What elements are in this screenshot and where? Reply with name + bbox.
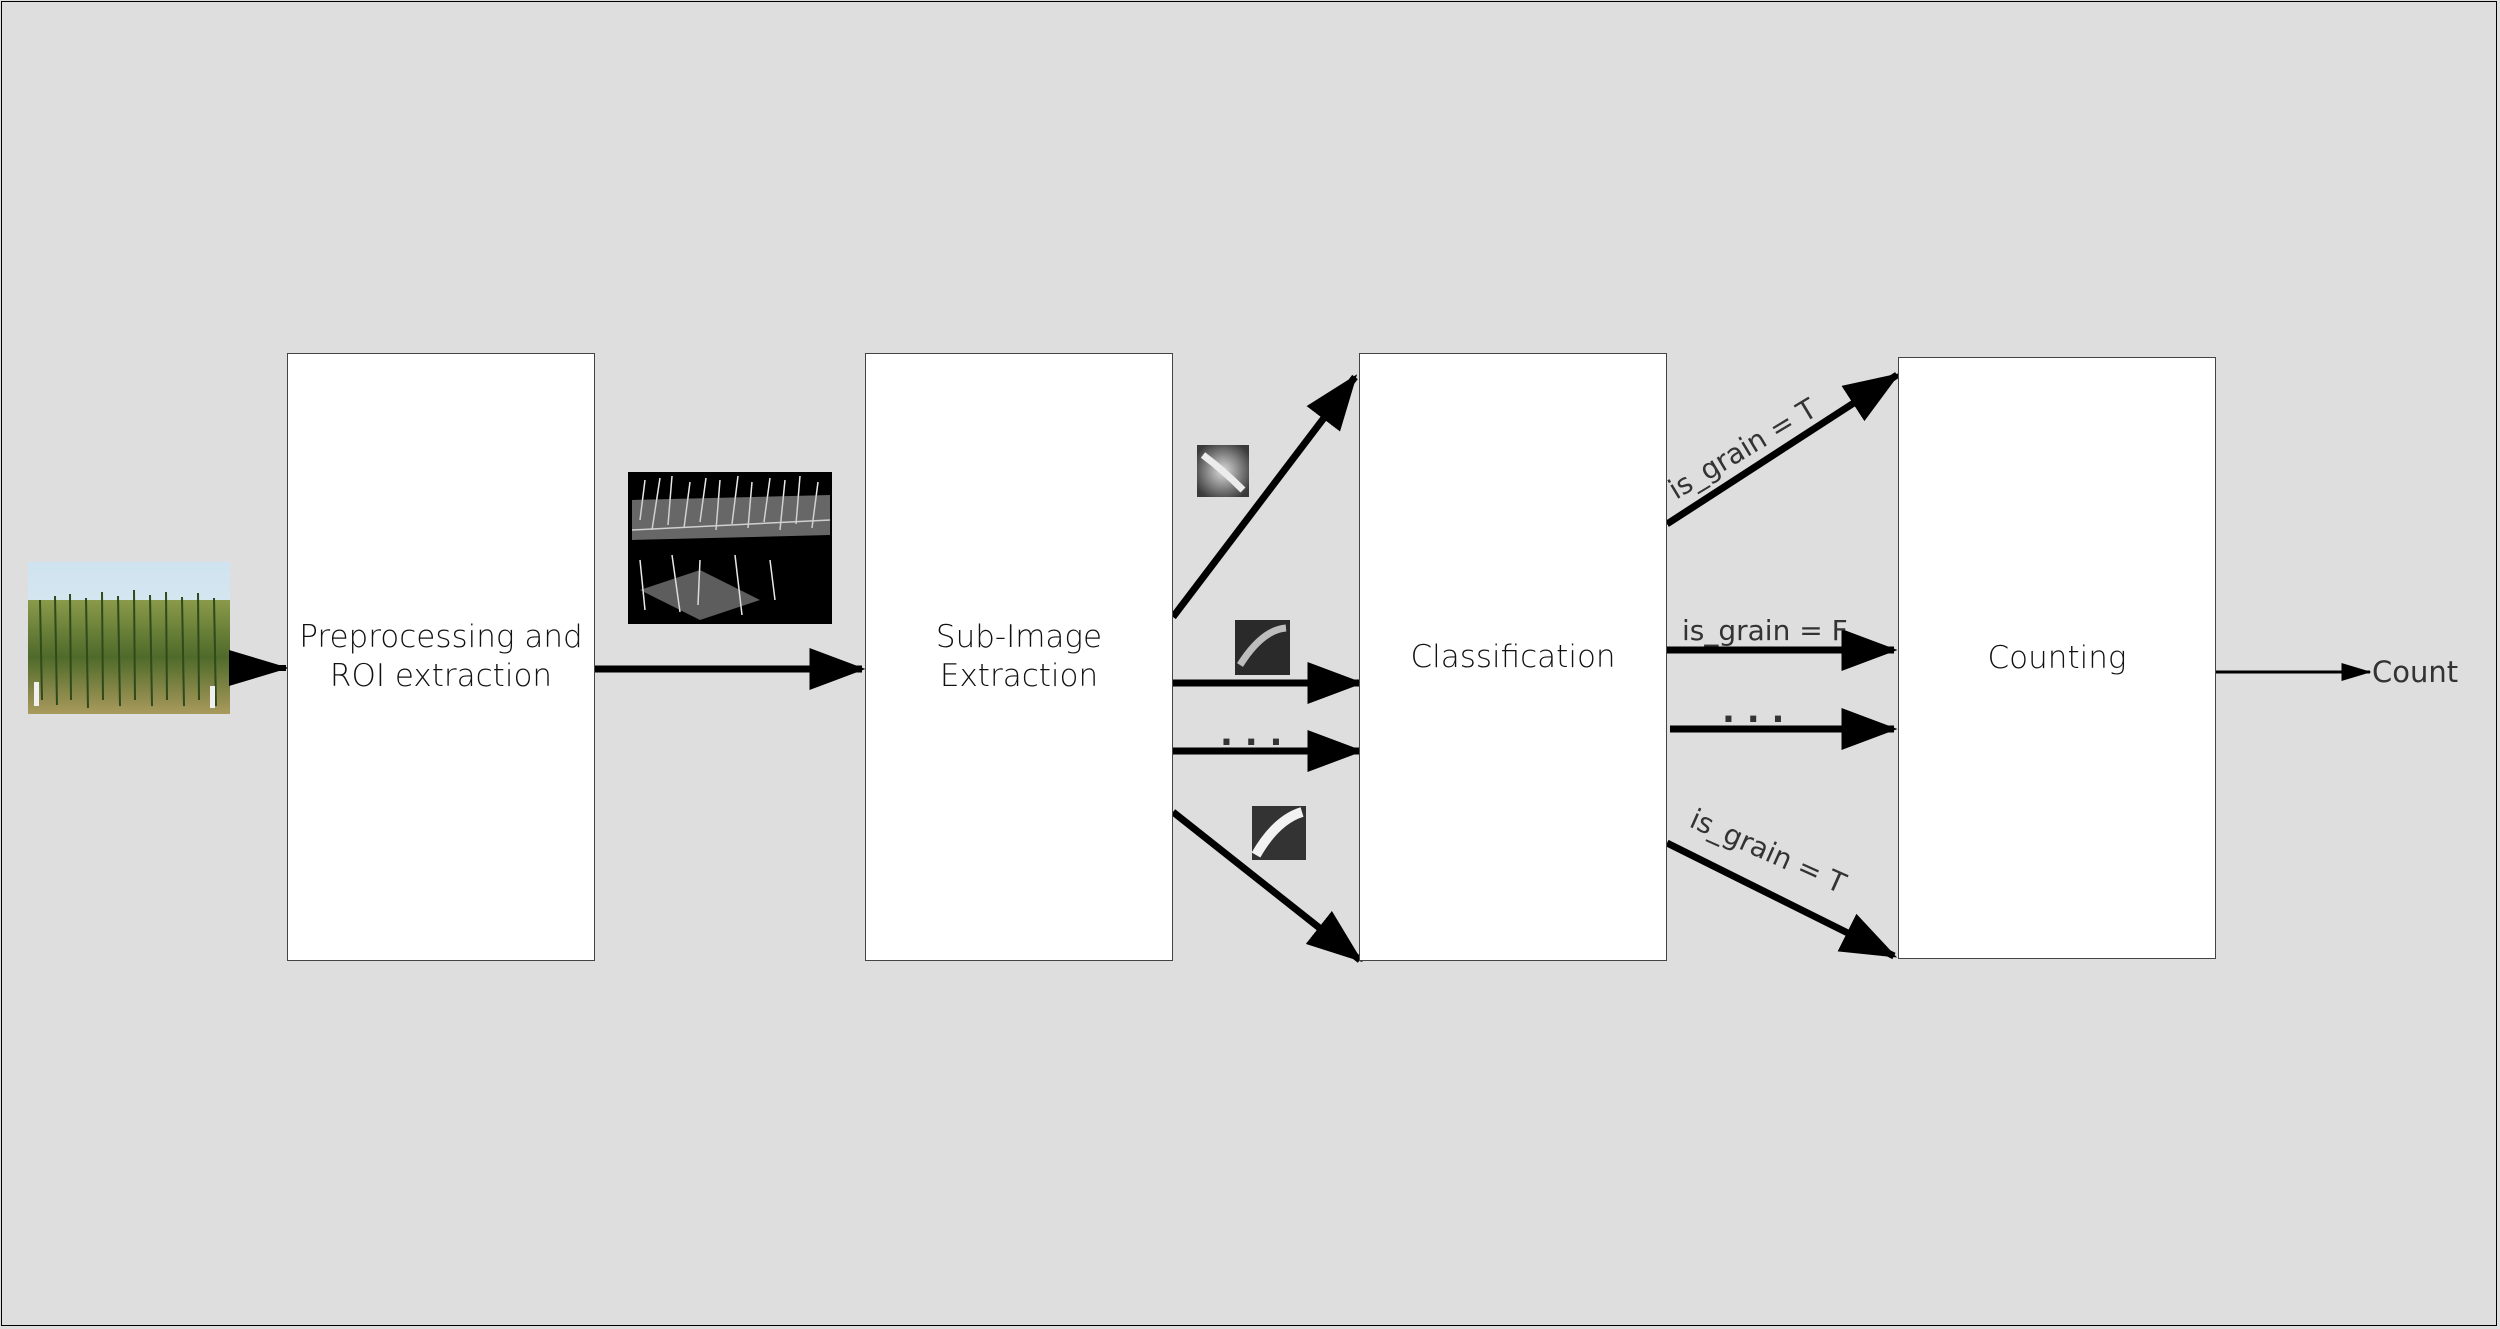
arrow-class-4 <box>1665 839 1898 960</box>
patch-image-1 <box>1197 445 1249 497</box>
arrow-sub-1 <box>1170 374 1358 620</box>
ellipsis-classification: . . . <box>1722 691 1784 731</box>
counting-block: Counting <box>1898 357 2216 959</box>
patch-image-2 <box>1235 620 1290 675</box>
arrows <box>229 372 2372 963</box>
classification-block: Classification <box>1359 353 1667 961</box>
label-grain-false: is_grain = F <box>1682 614 1848 647</box>
ellipsis-subimage: . . . <box>1220 714 1282 754</box>
output-count-label: Count <box>2372 655 2458 689</box>
preprocessing-block: Preprocessing and ROI extraction <box>287 353 595 961</box>
roi-mask-image <box>628 472 832 624</box>
subimage-extraction-block: Sub-Image Extraction <box>865 353 1173 961</box>
label-grain-true-top: is_grain = T <box>1663 391 1824 506</box>
patch-image-3 <box>1251 806 1306 860</box>
arrow-class-1 <box>1665 372 1900 527</box>
arrow-sub-4 <box>1170 809 1363 963</box>
input-photo <box>28 562 230 714</box>
label-grain-true-bottom: is_grain = T <box>1685 802 1852 900</box>
